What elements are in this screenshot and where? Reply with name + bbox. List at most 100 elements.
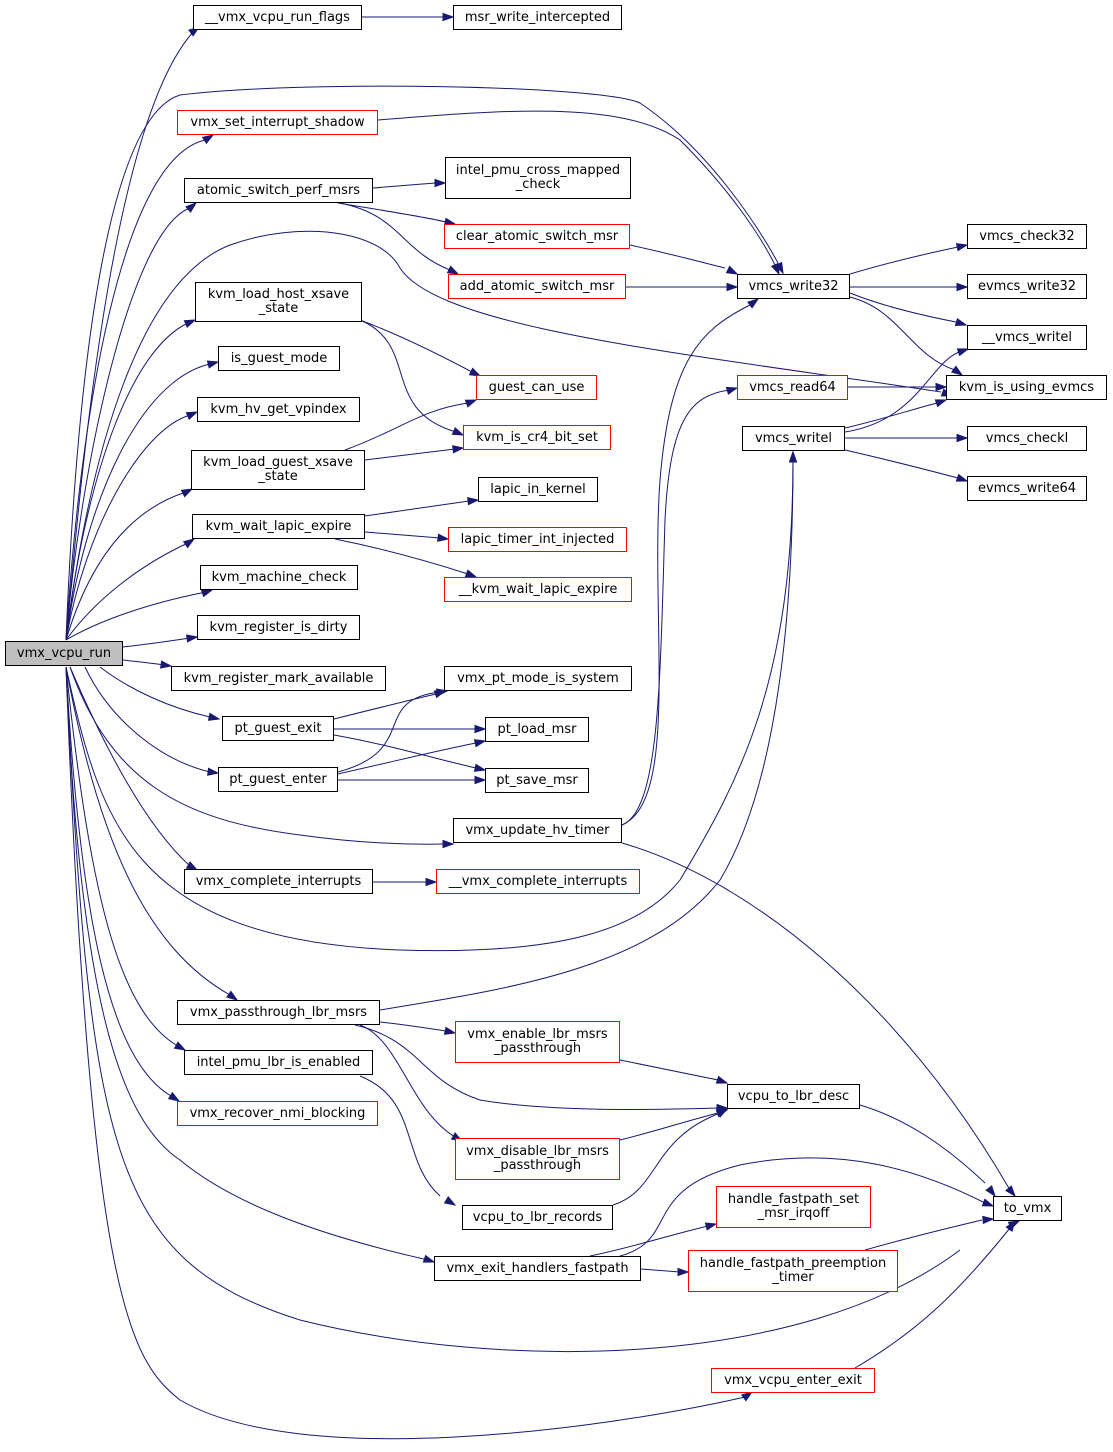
- arrowhead-vmx_exit_handlers_fastpath-to-handle_fastpath_set_msr_irqoff: [704, 1222, 718, 1231]
- edge-vmx_vcpu_run-to-kvm_register_mark_available: [122, 659, 165, 666]
- edge-pt_guest_exit-to-vmx_pt_mode_is_system: [333, 693, 437, 720]
- node-vmx-vcpu-enter-exit[interactable]: vmx_vcpu_enter_exit: [711, 1368, 875, 1393]
- edge-vmx_vcpu_run-to-vmx_vcpu_enter_exit: [65, 666, 746, 1440]
- arrowhead-vmcs_read64-to-kvm_is_using_evmcs: [935, 382, 948, 392]
- edge-atomic_switch_perf_msrs-to-clear_atomic_switch_msr: [337, 202, 447, 223]
- node-vmcs-writel[interactable]: vmcs_writel: [742, 426, 845, 451]
- node-intel-pmu-cross-mapped-check[interactable]: intel_pmu_cross_mapped _check: [445, 157, 631, 199]
- edge-vmx_exit_handlers_fastpath-to-handle_fastpath_set_msr_irqoff: [589, 1225, 709, 1257]
- edge-clear_atomic_switch_msr-to-vmcs_write32: [629, 244, 726, 269]
- node-vmx-recover-nmi-blocking[interactable]: vmx_recover_nmi_blocking: [177, 1101, 378, 1126]
- node-vmx-complete-interrupts-raw[interactable]: __vmx_complete_interrupts: [436, 869, 640, 894]
- edge-vmcs_writel-to-kvm_is_using_evmcs: [844, 402, 938, 429]
- arrowhead-vmx_vcpu_run-to-kvm_register_is_dirty: [186, 634, 199, 643]
- arrowhead-clear_atomic_switch_msr-to-vmcs_write32: [725, 265, 739, 275]
- node-kvm-register-mark-available[interactable]: kvm_register_mark_available: [171, 666, 386, 691]
- node-vmx-update-hv-timer[interactable]: vmx_update_hv_timer: [453, 818, 622, 843]
- node-vmx-enable-lbr-msrs-passthrough[interactable]: vmx_enable_lbr_msrs _passthrough: [455, 1021, 620, 1063]
- edge-vcpu_to_lbr_records-to-vcpu_to_lbr_desc: [612, 1112, 721, 1206]
- arrowhead-vmcs_writel-to-kvm_is_using_evmcs: [934, 399, 948, 408]
- node-handle-fastpath-set-msr-irqoff[interactable]: handle_fastpath_set _msr_irqoff: [716, 1186, 871, 1228]
- edge-kvm_wait_lapic_expire-to-lapic_timer_int_injected: [364, 531, 441, 539]
- edge-vmx_exit_handlers_fastpath-to-to_vmx: [619, 1157, 986, 1257]
- edge-pt_guest_enter-to-pt_load_msr: [337, 742, 477, 775]
- node-add-atomic-switch-msr[interactable]: add_atomic_switch_msr: [448, 274, 626, 299]
- arrowhead-kvm_load_host_xsave_state-to-guest_can_use: [468, 367, 482, 377]
- node-vcpu-to-lbr-desc[interactable]: vcpu_to_lbr_desc: [727, 1084, 860, 1109]
- edge-vmx_vcpu_run-to-vmx_update_hv_timer: [69, 666, 446, 845]
- edge-vmx_vcpu_run-to-intel_pmu_lbr_is_enabled: [65, 666, 177, 1046]
- node-kvm-load-host-xsave-state[interactable]: kvm_load_host_xsave _state: [195, 282, 362, 322]
- node-kvm-is-using-evmcs[interactable]: kvm_is_using_evmcs: [946, 375, 1107, 400]
- node-pt-save-msr[interactable]: pt_save_msr: [485, 768, 589, 793]
- edge-vmx_disable_lbr_msrs_passthrough-to-vcpu_to_lbr_desc: [619, 1112, 719, 1141]
- node-vmcs-checkl[interactable]: vmcs_checkl: [967, 426, 1087, 451]
- edge-vmx_vcpu_run-to-vmcs_writel: [65, 459, 794, 952]
- node-pt-load-msr[interactable]: pt_load_msr: [485, 717, 589, 742]
- arrowhead-kvm_wait_lapic_expire-to-kvm_wait_lapic_expire_raw: [464, 569, 478, 578]
- edge-vmx_vcpu_run-to-atomic_switch_perf_msrs: [65, 207, 191, 641]
- node-kvm-load-guest-xsave-state[interactable]: kvm_load_guest_xsave _state: [191, 450, 365, 490]
- node-vmcs-read64[interactable]: vmcs_read64: [737, 375, 848, 400]
- node-kvm-is-cr4-bit-set[interactable]: kvm_is_cr4_bit_set: [463, 425, 611, 450]
- edge-atomic_switch_perf_msrs-to-add_atomic_switch_msr: [339, 202, 451, 271]
- arrowhead-vmx_vcpu_run-to-atomic_switch_perf_msrs: [185, 202, 198, 213]
- node-kvm-hv-get-vpindex[interactable]: kvm_hv_get_vpindex: [197, 397, 360, 422]
- node-msr-write-intercepted[interactable]: msr_write_intercepted: [453, 5, 622, 30]
- node-vmx-pt-mode-is-system[interactable]: vmx_pt_mode_is_system: [444, 666, 632, 691]
- node-vmx-set-interrupt-shadow[interactable]: vmx_set_interrupt_shadow: [177, 110, 378, 135]
- edge-pt_guest_enter-to-vmx_pt_mode_is_system: [337, 691, 441, 773]
- arrowhead-vmx_vcpu_run-to-kvm_wait_lapic_expire: [182, 538, 196, 549]
- node-kvm-wait-lapic-expire-raw[interactable]: __kvm_wait_lapic_expire: [444, 577, 632, 602]
- arrowhead-vmx_vcpu_run-to-pt_guest_exit: [207, 712, 221, 721]
- arrowhead-intel_pmu_lbr_is_enabled-to-vcpu_to_lbr_records: [443, 1195, 457, 1206]
- node-is-guest-mode[interactable]: is_guest_mode: [218, 346, 340, 371]
- arrowhead-vmx_update_hv_timer-to-vmcs_write32: [747, 298, 760, 309]
- node-atomic-switch-perf-msrs[interactable]: atomic_switch_perf_msrs: [184, 178, 373, 203]
- node-vmcs-write32[interactable]: vmcs_write32: [737, 274, 850, 299]
- node-pt-guest-enter[interactable]: pt_guest_enter: [218, 767, 338, 792]
- node-guest-can-use[interactable]: guest_can_use: [476, 375, 597, 400]
- edge-vmx_passthrough_lbr_msrs-to-vcpu_to_lbr_desc: [354, 1024, 719, 1111]
- node-clear-atomic-switch-msr[interactable]: clear_atomic_switch_msr: [444, 224, 630, 249]
- node-vcpu-to-lbr-records[interactable]: vcpu_to_lbr_records: [462, 1205, 613, 1230]
- node-vmx-exit-handlers-fastpath[interactable]: vmx_exit_handlers_fastpath: [434, 1256, 641, 1281]
- edge-vmx_vcpu_run-to-vmx_complete_interrupts: [69, 666, 191, 867]
- node-lapic-in-kernel[interactable]: lapic_in_kernel: [478, 477, 598, 502]
- arrowhead-kvm_load_host_xsave_state-to-kvm_is_cr4_bit_set: [451, 426, 465, 436]
- node-vmcs-check32[interactable]: vmcs_check32: [967, 224, 1087, 249]
- node-vmx-vcpu-run-flags[interactable]: __vmx_vcpu_run_flags: [193, 5, 362, 30]
- node-intel-pmu-lbr-is-enabled[interactable]: intel_pmu_lbr_is_enabled: [184, 1050, 373, 1075]
- edge-pt_guest_exit-to-pt_save_msr: [333, 734, 477, 769]
- edge-vmcs_writel-to-evmcs_write64: [844, 449, 959, 479]
- arrowhead-vmcs_write32-to-vmcs_writel_raw: [954, 317, 968, 327]
- node-vmx-complete-interrupts[interactable]: vmx_complete_interrupts: [184, 869, 373, 894]
- node-kvm-machine-check[interactable]: kvm_machine_check: [200, 565, 358, 590]
- arrowhead-vmx_exit_handlers_fastpath-to-handle_fastpath_preemption_timer: [677, 1267, 690, 1277]
- node-handle-fastpath-preemption-timer[interactable]: handle_fastpath_preemption _timer: [688, 1250, 898, 1292]
- arrowhead-kvm_wait_lapic_expire-to-lapic_timer_int_injected: [437, 533, 450, 542]
- arrowhead-vcpu_to_lbr_desc-to-to_vmx: [985, 1185, 996, 1198]
- arrowhead-pt_guest_enter-to-pt_save_msr: [474, 775, 487, 785]
- arrowhead-kvm_load_guest_xsave_state-to-kvm_is_cr4_bit_set: [452, 445, 465, 454]
- node-kvm-register-is-dirty[interactable]: kvm_register_is_dirty: [197, 615, 360, 640]
- arrowhead-handle_fastpath_preemption_timer-to-to_vmx: [982, 1215, 995, 1225]
- edge-vmx_vcpu_run-to-vmcs_write32: [65, 85, 779, 641]
- node-kvm-wait-lapic-expire[interactable]: kvm_wait_lapic_expire: [192, 514, 365, 539]
- edge-vmx_vcpu_run-to-to_vmx: [65, 666, 961, 1352]
- node-evmcs-write32[interactable]: evmcs_write32: [967, 274, 1087, 299]
- node-vmx-passthrough-lbr-msrs[interactable]: vmx_passthrough_lbr_msrs: [177, 1000, 380, 1025]
- node-evmcs-write64[interactable]: evmcs_write64: [967, 476, 1087, 501]
- node-vmx-disable-lbr-msrs-passthrough[interactable]: vmx_disable_lbr_msrs _passthrough: [455, 1138, 620, 1180]
- node-lapic-timer-int-injected[interactable]: lapic_timer_int_injected: [448, 527, 627, 552]
- edge-vmx_passthrough_lbr_msrs-to-vmx_disable_lbr_msrs_passthrough: [359, 1024, 456, 1138]
- node-to-vmx[interactable]: to_vmx: [993, 1196, 1062, 1221]
- node-vmcs-writel-raw[interactable]: __vmcs_writel: [967, 325, 1087, 350]
- edge-vmx_vcpu_run-to-kvm_load_guest_xsave_state: [65, 491, 187, 641]
- node-pt-guest-exit[interactable]: pt_guest_exit: [222, 716, 334, 741]
- edge-vcpu_to_lbr_desc-to-to_vmx: [859, 1104, 986, 1184]
- arrowhead-vmx_vcpu_run-to-intel_pmu_lbr_is_enabled: [173, 1041, 187, 1051]
- arrowhead-kvm_wait_lapic_expire-to-lapic_in_kernel: [467, 496, 480, 506]
- edge-vmx_update_hv_timer-to-vmcs_read64: [621, 389, 731, 826]
